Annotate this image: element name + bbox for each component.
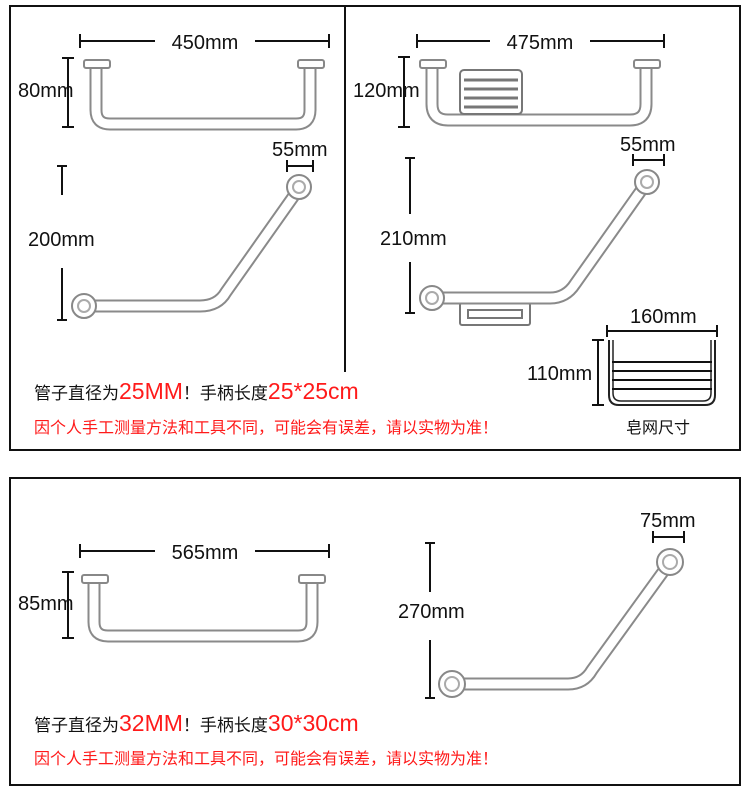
tube-diameter: 32MM <box>119 710 183 736</box>
width-label: 565mm <box>172 542 239 564</box>
height-label: 80mm <box>18 80 74 102</box>
straight-grab-bar-565: 565mm 85mm <box>18 540 330 643</box>
top-disclaimer: 因个人手工测量方法和工具不同，可能会有误差，请以实物为准！ <box>34 420 499 437</box>
note-prefix: 管子直径为 <box>34 384 119 403</box>
angle-size-label: 75mm <box>640 510 696 532</box>
width-label: 475mm <box>507 32 574 54</box>
soap-dish-dimensions: 160mm 110mm <box>527 306 718 406</box>
bottom-panel-frame <box>9 477 741 786</box>
height-label: 85mm <box>18 593 74 615</box>
note-mid: ！手柄长度 <box>182 716 268 735</box>
handle-length: 30*30cm <box>267 710 359 736</box>
top-panel-frame <box>9 5 741 451</box>
angle-size-label: 55mm <box>620 134 676 156</box>
bottom-disclaimer: 因个人手工测量方法和工具不同，可能会有误差，请以实物为准！ <box>34 751 499 768</box>
angle-size-label: 55mm <box>272 139 328 161</box>
soap-dish-caption: 皂网尺寸 <box>626 420 691 437</box>
tube-diameter: 25MM <box>119 378 183 404</box>
height-label: 120mm <box>353 80 420 102</box>
width-label: 450mm <box>172 32 239 54</box>
bottom-spec-note: 管子直径为32MM！手柄长度30*30cm <box>34 710 359 737</box>
angled-grab-bar-left: 55mm 200mm <box>28 139 328 321</box>
handle-length: 25*25cm <box>267 378 359 404</box>
angle-height-label: 270mm <box>398 601 465 623</box>
angled-grab-bar-right-with-soap-dish: 55mm 210mm <box>380 134 676 326</box>
top-spec-note: 管子直径为25MM！手柄长度25*25cm <box>34 378 359 405</box>
angled-grab-bar-large: 75mm 270mm <box>398 510 696 699</box>
angle-height-label: 200mm <box>28 229 95 251</box>
note-prefix: 管子直径为 <box>34 716 119 735</box>
straight-grab-bar-475-with-soap-dish: 475mm 120mm <box>353 30 665 128</box>
soap-width-label: 160mm <box>630 306 697 328</box>
soap-height-label: 110mm <box>527 363 592 385</box>
straight-grab-bar-450: 450mm 80mm <box>18 30 330 131</box>
note-mid: ！手柄长度 <box>182 384 268 403</box>
angle-height-label: 210mm <box>380 228 447 250</box>
